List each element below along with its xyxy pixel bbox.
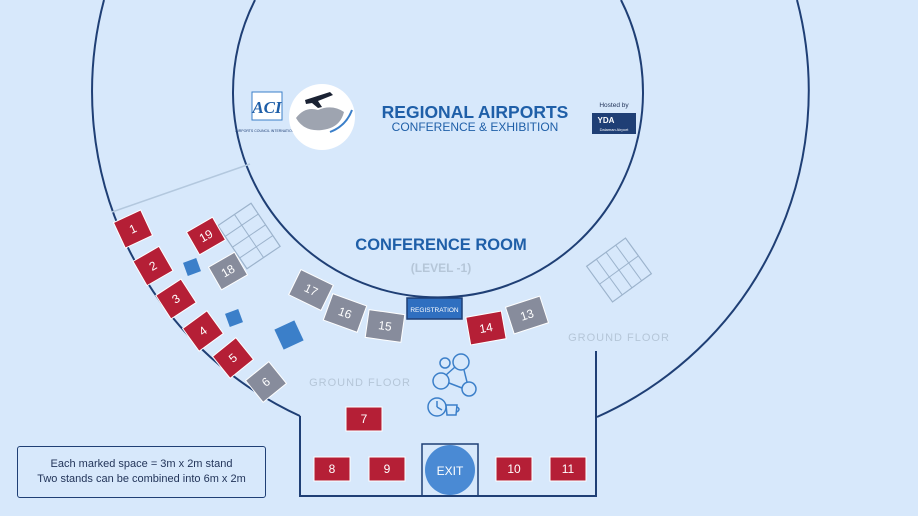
stand-15[interactable]: 15 xyxy=(364,309,406,343)
exit-label: EXIT xyxy=(437,464,464,478)
stand-number: 17 xyxy=(302,281,320,300)
stand-1[interactable]: 1 xyxy=(112,209,154,249)
aci-logo-caption: AIRPORTS COUNCIL INTERNATIONAL xyxy=(235,129,298,133)
stand-5[interactable]: 5 xyxy=(211,336,255,380)
stand-number: 9 xyxy=(384,462,391,476)
pillar-1 xyxy=(183,258,201,276)
stairs-right xyxy=(585,237,653,303)
stand-6[interactable]: 6 xyxy=(244,360,288,404)
stand-number: 16 xyxy=(336,304,354,322)
coffee-break-icon xyxy=(427,397,460,417)
exit: EXIT xyxy=(421,443,479,497)
stand-number: 13 xyxy=(518,306,535,324)
stand-8[interactable]: 8 xyxy=(313,456,351,482)
registration-desk: REGISTRATION xyxy=(406,297,463,320)
stand-number: 10 xyxy=(507,462,521,476)
stand-number: 11 xyxy=(562,462,575,476)
stand-11[interactable]: 11 xyxy=(549,456,587,482)
registration-label: REGISTRATION xyxy=(410,307,459,314)
ground-floor-label-right: GROUND FLOOR xyxy=(568,332,670,344)
outer-ring-wall-right xyxy=(596,0,810,418)
stand-17[interactable]: 17 xyxy=(288,268,334,312)
stand-7[interactable]: 7 xyxy=(345,406,383,432)
stand-16[interactable]: 16 xyxy=(322,293,368,333)
stand-13[interactable]: 13 xyxy=(504,295,550,335)
host-logo: Hosted by YDA Dalaman Airport xyxy=(592,102,636,134)
stand-number: 19 xyxy=(197,226,216,245)
legend-box: Each marked space = 3m x 2m stand Two st… xyxy=(17,446,266,498)
conference-room-title: CONFERENCE ROOM xyxy=(355,236,526,254)
stand-4[interactable]: 4 xyxy=(181,310,225,352)
stand-2[interactable]: 2 xyxy=(132,245,174,287)
conference-room-level: (LEVEL -1) xyxy=(411,261,471,275)
zone-divider-line xyxy=(111,163,251,213)
stand-18[interactable]: 18 xyxy=(207,251,249,291)
host-subtitle: Dalaman Airport xyxy=(600,127,630,132)
stairs-left xyxy=(217,202,281,270)
stand-9[interactable]: 9 xyxy=(368,456,406,482)
stand-number: 8 xyxy=(329,462,336,476)
pillar-3 xyxy=(274,320,304,350)
stand-number: 14 xyxy=(478,320,494,336)
networking-icon xyxy=(432,353,477,397)
stand-3[interactable]: 3 xyxy=(155,278,197,320)
hosted-by-label: Hosted by xyxy=(599,102,629,109)
stand-number: 18 xyxy=(219,261,238,280)
aci-logo-text: ACI xyxy=(251,98,283,117)
host-name: YDA xyxy=(598,116,615,125)
event-subtitle: CONFERENCE & EXHIBITION xyxy=(392,120,559,134)
stand-10[interactable]: 10 xyxy=(495,456,533,482)
legend-line-1: Each marked space = 3m x 2m stand xyxy=(50,458,233,470)
legend-line-2: Two stands can be combined into 6m x 2m xyxy=(37,473,246,485)
event-title: REGIONAL AIRPORTS xyxy=(382,102,569,122)
stand-number: 15 xyxy=(377,318,392,334)
aci-logo: ACI AIRPORTS COUNCIL INTERNATIONAL xyxy=(235,91,299,133)
pillar-2 xyxy=(225,309,243,327)
ground-floor-label-left: GROUND FLOOR xyxy=(309,377,411,389)
stand-14[interactable]: 14 xyxy=(465,310,507,346)
airport-badge-logo xyxy=(289,84,355,150)
stand-19[interactable]: 19 xyxy=(185,216,227,256)
stand-number: 7 xyxy=(361,412,368,426)
